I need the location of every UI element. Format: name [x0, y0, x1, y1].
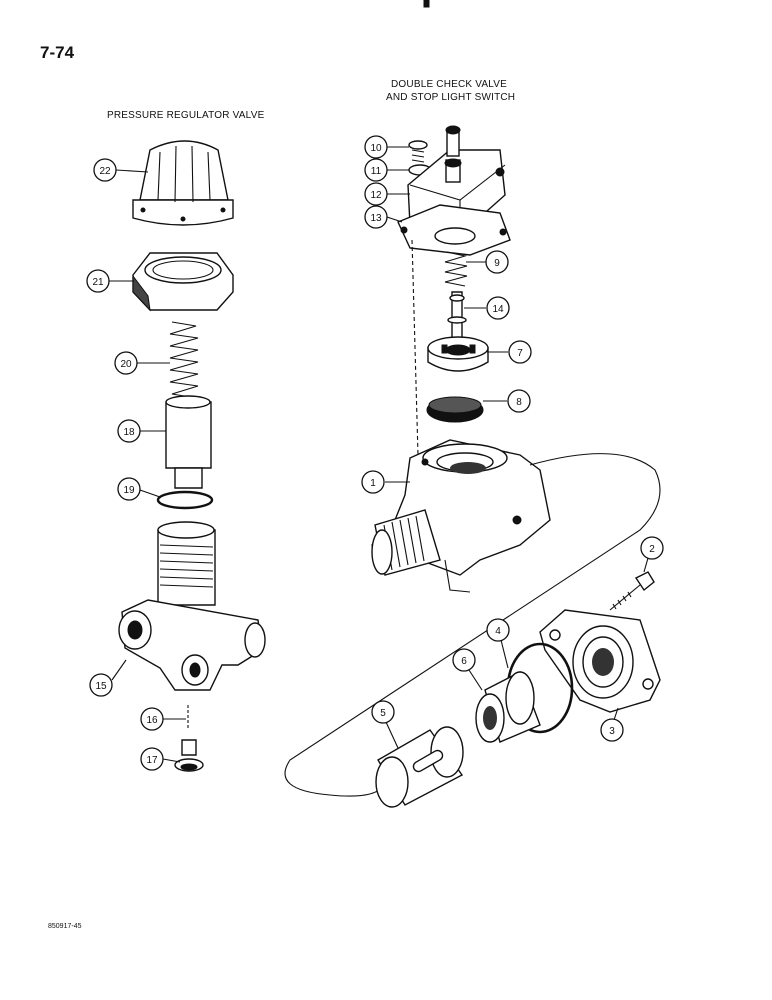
svg-text:1: 1 — [370, 478, 376, 489]
svg-text:5: 5 — [380, 708, 386, 719]
o-ring-part-19 — [156, 490, 214, 510]
svg-text:13: 13 — [370, 213, 382, 224]
callout-13: 13 — [364, 205, 388, 229]
stop-light-switch-title: AND STOP LIGHT SWITCH — [386, 92, 516, 103]
screw-part-17 — [174, 739, 204, 772]
svg-text:20: 20 — [120, 359, 132, 370]
svg-text:11: 11 — [371, 166, 382, 177]
svg-text:21: 21 — [92, 277, 104, 288]
plunger-part-14 — [447, 291, 467, 341]
svg-text:18: 18 — [123, 427, 135, 438]
svg-text:2: 2 — [649, 544, 655, 555]
callout-9: 9 — [485, 250, 509, 274]
page-number: 7-74 — [40, 43, 75, 62]
callout-18: 18 — [117, 419, 141, 443]
valve-body-part-1 — [371, 439, 551, 593]
gasket-part-13 — [397, 204, 511, 256]
page-edge-mark — [423, 0, 430, 8]
valve-seat-part-7 — [427, 336, 489, 372]
cap-part-22 — [132, 140, 234, 226]
callout-14: 14 — [486, 296, 510, 320]
callout-12: 12 — [364, 182, 388, 206]
callout-2: 2 — [640, 536, 664, 560]
leader-lines — [109, 146, 649, 763]
valve-body-part-15 — [118, 521, 266, 691]
callout-8: 8 — [507, 389, 531, 413]
callout-15: 15 — [89, 673, 113, 697]
svg-text:8: 8 — [516, 397, 522, 408]
spring-part-20 — [169, 321, 199, 399]
callout-21: 21 — [86, 269, 110, 293]
callout-19: 19 — [117, 477, 141, 501]
svg-text:19: 19 — [123, 485, 135, 496]
callout-3: 3 — [600, 718, 624, 742]
svg-text:14: 14 — [492, 304, 504, 315]
svg-text:4: 4 — [495, 626, 501, 637]
double-check-valve-title: DOUBLE CHECK VALVE — [391, 79, 508, 90]
callout-10: 10 — [364, 135, 388, 159]
flange-part-3 — [539, 609, 661, 713]
assembly-outline — [284, 453, 661, 797]
svg-text:3: 3 — [609, 726, 615, 737]
alignment-line — [411, 239, 419, 456]
callout-4: 4 — [486, 618, 510, 642]
svg-text:15: 15 — [95, 681, 107, 692]
spring-part-9 — [444, 251, 468, 287]
plunger-part-18 — [165, 395, 212, 489]
bolt-part-2 — [609, 571, 655, 611]
callout-5: 5 — [371, 700, 395, 724]
bushing-part-6 — [475, 671, 541, 743]
svg-text:9: 9 — [494, 258, 500, 269]
callout-17: 17 — [140, 747, 164, 771]
callout-6: 6 — [452, 648, 476, 672]
sleeve-part-5 — [375, 726, 464, 808]
callout-1: 1 — [361, 470, 385, 494]
svg-text:16: 16 — [146, 715, 158, 726]
svg-text:7: 7 — [517, 348, 523, 359]
svg-text:10: 10 — [370, 143, 382, 154]
callout-11: 11 — [364, 158, 388, 182]
hex-nut-part-21 — [132, 252, 234, 312]
callout-16: 16 — [140, 707, 164, 731]
screw-part-10 — [408, 140, 428, 163]
pressure-regulator-valve-title: PRESSURE REGULATOR VALVE — [107, 110, 265, 121]
svg-text:6: 6 — [461, 656, 467, 667]
callout-7: 7 — [508, 340, 532, 364]
svg-text:12: 12 — [370, 190, 382, 201]
disc-part-8 — [426, 396, 484, 423]
svg-text:22: 22 — [99, 166, 111, 177]
svg-text:17: 17 — [146, 755, 158, 766]
callout-22: 22 — [93, 158, 117, 182]
figure-code: 850917-45 — [48, 923, 82, 930]
callout-20: 20 — [114, 351, 138, 375]
